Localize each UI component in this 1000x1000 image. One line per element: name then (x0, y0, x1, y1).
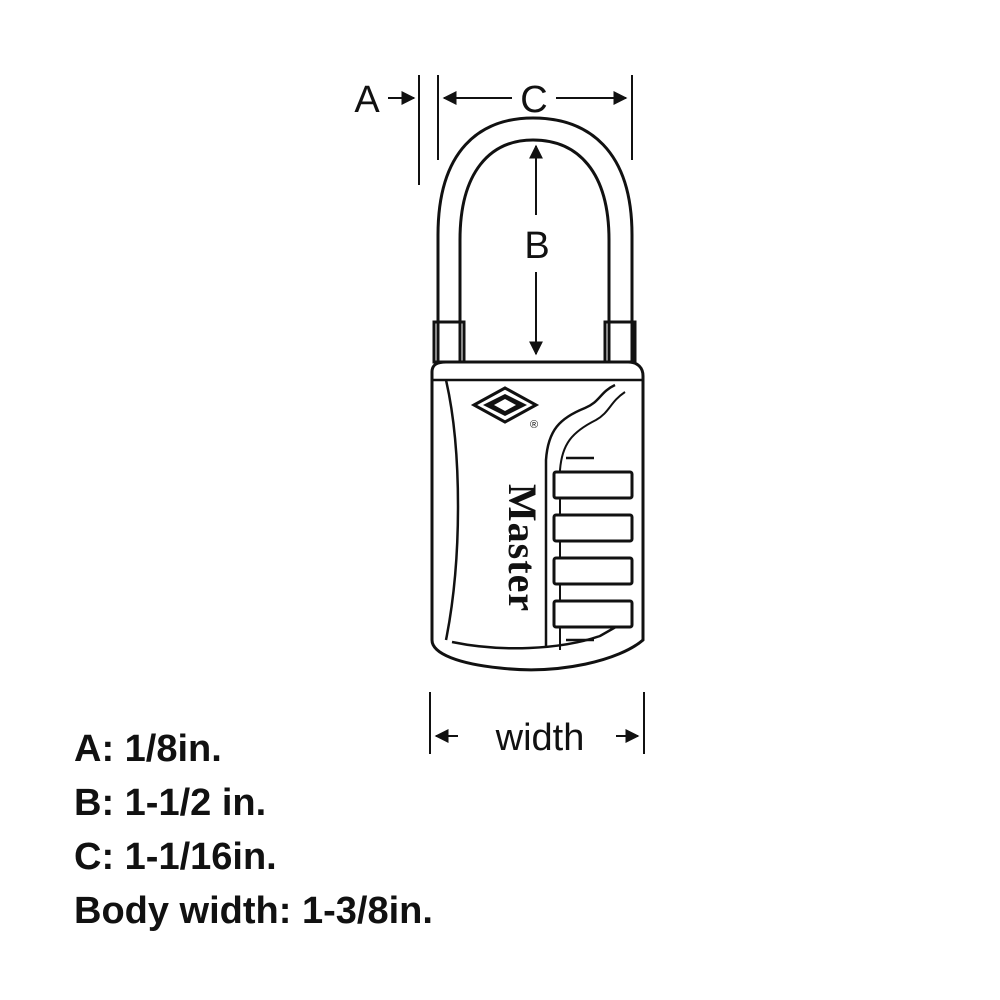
spec-body-width: Body width: 1-3/8in. (74, 890, 433, 932)
dimension-width (429, 692, 645, 754)
spec-b: B: 1-1/2 in. (74, 782, 267, 824)
spec-c: C: 1-1/16in. (74, 836, 277, 878)
dimension-a (388, 75, 439, 185)
spec-a: A: 1/8in. (74, 728, 222, 770)
dial-1 (552, 470, 634, 500)
dimension-width-label: width (495, 717, 585, 759)
lock-body (430, 360, 645, 672)
dimension-c-label: C (520, 79, 547, 121)
dimension-b-label: B (524, 225, 549, 267)
dial-2 (552, 513, 634, 543)
registered-mark: ® (530, 419, 538, 431)
dial-3 (552, 556, 634, 586)
tsa-diamond-icon: ® (470, 386, 540, 431)
brand-name: Master (500, 484, 545, 612)
combination-dials (552, 456, 634, 642)
dimension-c (442, 75, 633, 160)
dimension-a-label: A (354, 79, 380, 121)
dial-4 (552, 599, 634, 629)
dimension-specs-list: A: 1/8in. B: 1-1/2 in. C: 1-1/16in. Body… (74, 722, 774, 938)
